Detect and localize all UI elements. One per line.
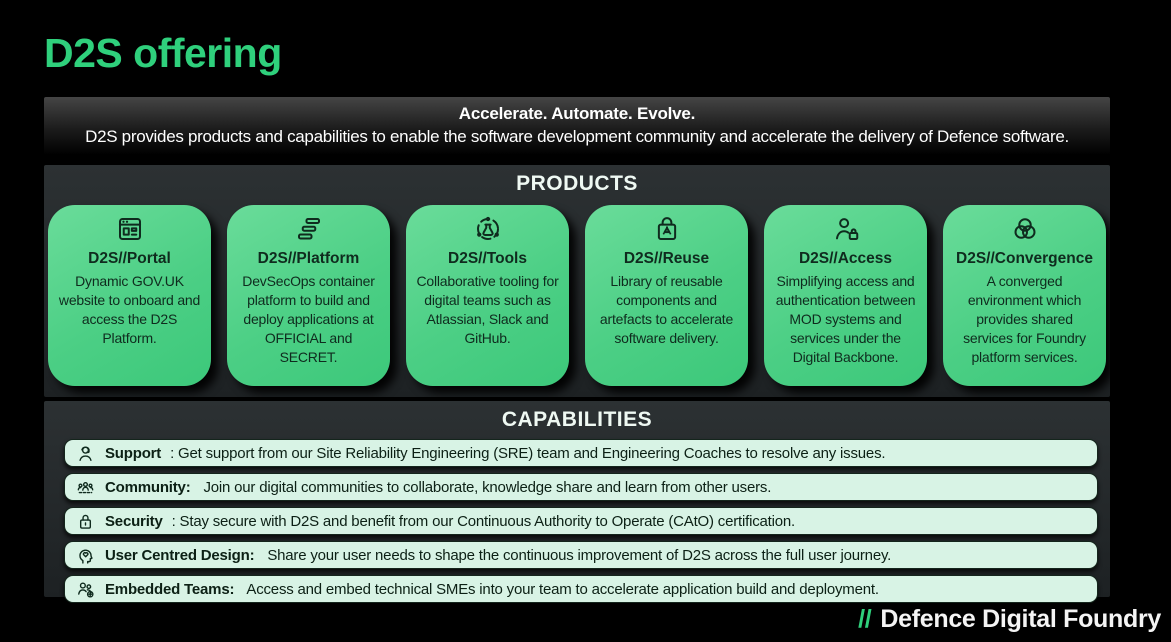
product-card-portal: D2S//Portal Dynamic GOV.UK website to on… <box>48 205 211 386</box>
product-cards: D2S//Portal Dynamic GOV.UK website to on… <box>44 205 1110 386</box>
capability-row-support: Support : Get support from our Site Relia… <box>64 439 1098 467</box>
capability-text: Share your user needs to shape the conti… <box>263 546 892 564</box>
user-centred-design-head-heart-icon <box>75 545 96 566</box>
product-card-title: D2S//Platform <box>257 250 360 267</box>
product-card-tools: D2S//Tools Collaborative tooling for dig… <box>406 205 569 386</box>
capability-text: Access and embed technical SMEs into you… <box>243 580 879 598</box>
support-headset-icon <box>75 443 96 464</box>
tools-collaboration-icon <box>473 216 503 248</box>
product-card-convergence: D2S//Convergence A converged environment… <box>943 205 1106 386</box>
brand-footer: // Defence Digital Foundry <box>858 605 1161 634</box>
reuse-bag-icon <box>652 217 682 248</box>
capabilities-header: CAPABILITIES <box>501 408 653 431</box>
product-card-text: Collaborative tooling for digital teams … <box>416 273 559 347</box>
capability-text: Join our digital communities to collabor… <box>199 478 772 496</box>
capability-label: User Centred Design: <box>105 546 255 564</box>
capability-row-ucd: User Centred Design: Share your user nee… <box>64 541 1098 569</box>
product-card-title: D2S//Access <box>798 250 893 267</box>
capability-label: Security <box>105 512 163 530</box>
product-card-access: D2S//Access Simplifying access and authe… <box>764 205 927 386</box>
page-title: D2S offering <box>44 30 282 76</box>
capability-label: Support <box>105 444 162 462</box>
capability-label: Community: <box>105 478 191 496</box>
capability-text: : Stay secure with D2S and benefit from … <box>171 512 796 530</box>
product-card-title: D2S//Reuse <box>623 250 710 267</box>
convergence-venn-icon <box>1010 218 1040 248</box>
product-card-title: D2S//Tools <box>448 250 527 267</box>
intro-banner: Accelerate. Automate. Evolve. D2S provid… <box>44 97 1110 155</box>
product-card-reuse: D2S//Reuse Library of reusable component… <box>585 205 748 386</box>
capability-row-security: Security : Stay secure with D2S and benef… <box>64 507 1098 535</box>
embedded-teams-user-plus-icon <box>75 579 96 600</box>
capability-text: : Get support from our Site Reliability … <box>170 444 886 462</box>
product-card-text: A converged environment which provides s… <box>963 273 1086 366</box>
portal-icon <box>115 218 145 248</box>
community-people-icon <box>75 477 96 498</box>
banner-headline: Accelerate. Automate. Evolve. <box>458 104 696 123</box>
capability-row-embedded-teams: Embedded Teams: Access and embed technic… <box>64 575 1098 603</box>
capability-row-community: Community: Join our digital communities … <box>64 473 1098 501</box>
product-card-platform: D2S//Platform DevSecOps container platfo… <box>227 205 390 386</box>
brand-slashes-icon: // <box>858 605 872 633</box>
products-section: PRODUCTS D2S//Portal Dynamic GOV.UK webs… <box>44 165 1110 397</box>
products-header: PRODUCTS <box>516 172 638 195</box>
banner-subline: D2S provides products and capabilities t… <box>85 127 1069 146</box>
product-card-title: D2S//Portal <box>88 250 171 267</box>
capability-rows: Support : Get support from our Site Relia… <box>64 439 1098 603</box>
product-card-text: DevSecOps container platform to build an… <box>242 273 375 366</box>
product-card-text: Simplifying access and authentication be… <box>775 273 916 366</box>
product-card-text: Dynamic GOV.UK website to onboard and ac… <box>58 273 201 347</box>
capabilities-section: CAPABILITIES Support : Get support from o… <box>44 401 1110 603</box>
capability-label: Embedded Teams: <box>105 580 235 598</box>
product-card-title: D2S//Convergence <box>956 250 1093 267</box>
security-padlock-icon <box>75 511 96 532</box>
product-card-text: Library of reusable components and artef… <box>599 273 734 347</box>
brand-name: Defence Digital Foundry <box>880 605 1161 633</box>
access-user-lock-icon <box>831 218 861 248</box>
platform-layers-icon <box>294 218 324 248</box>
